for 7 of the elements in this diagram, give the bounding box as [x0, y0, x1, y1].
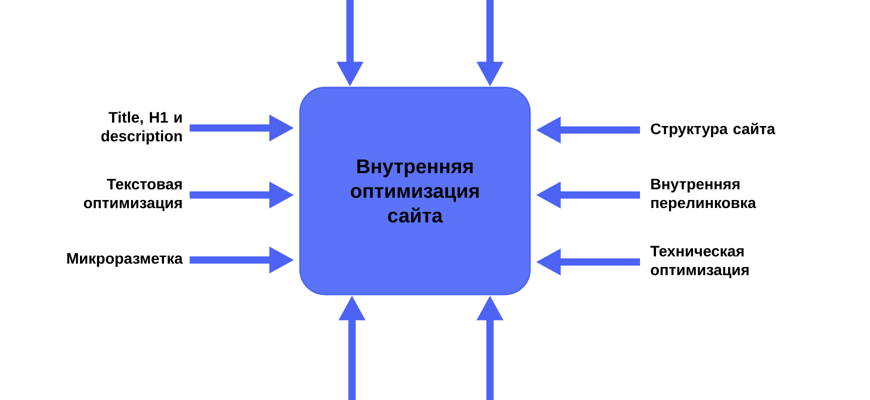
input-label: Структура сайта — [650, 122, 776, 138]
input-label: Title, H1 и description — [101, 112, 182, 144]
process-box: Внутренняя оптимизация сайта — [299, 86, 531, 296]
input-label: Текстовая оптимизация — [84, 178, 182, 212]
input-label: Техническая оптимизация — [650, 246, 749, 278]
input-label: Внутренняя перелинковка — [651, 178, 756, 212]
input-label: Микроразметка — [67, 253, 183, 267]
